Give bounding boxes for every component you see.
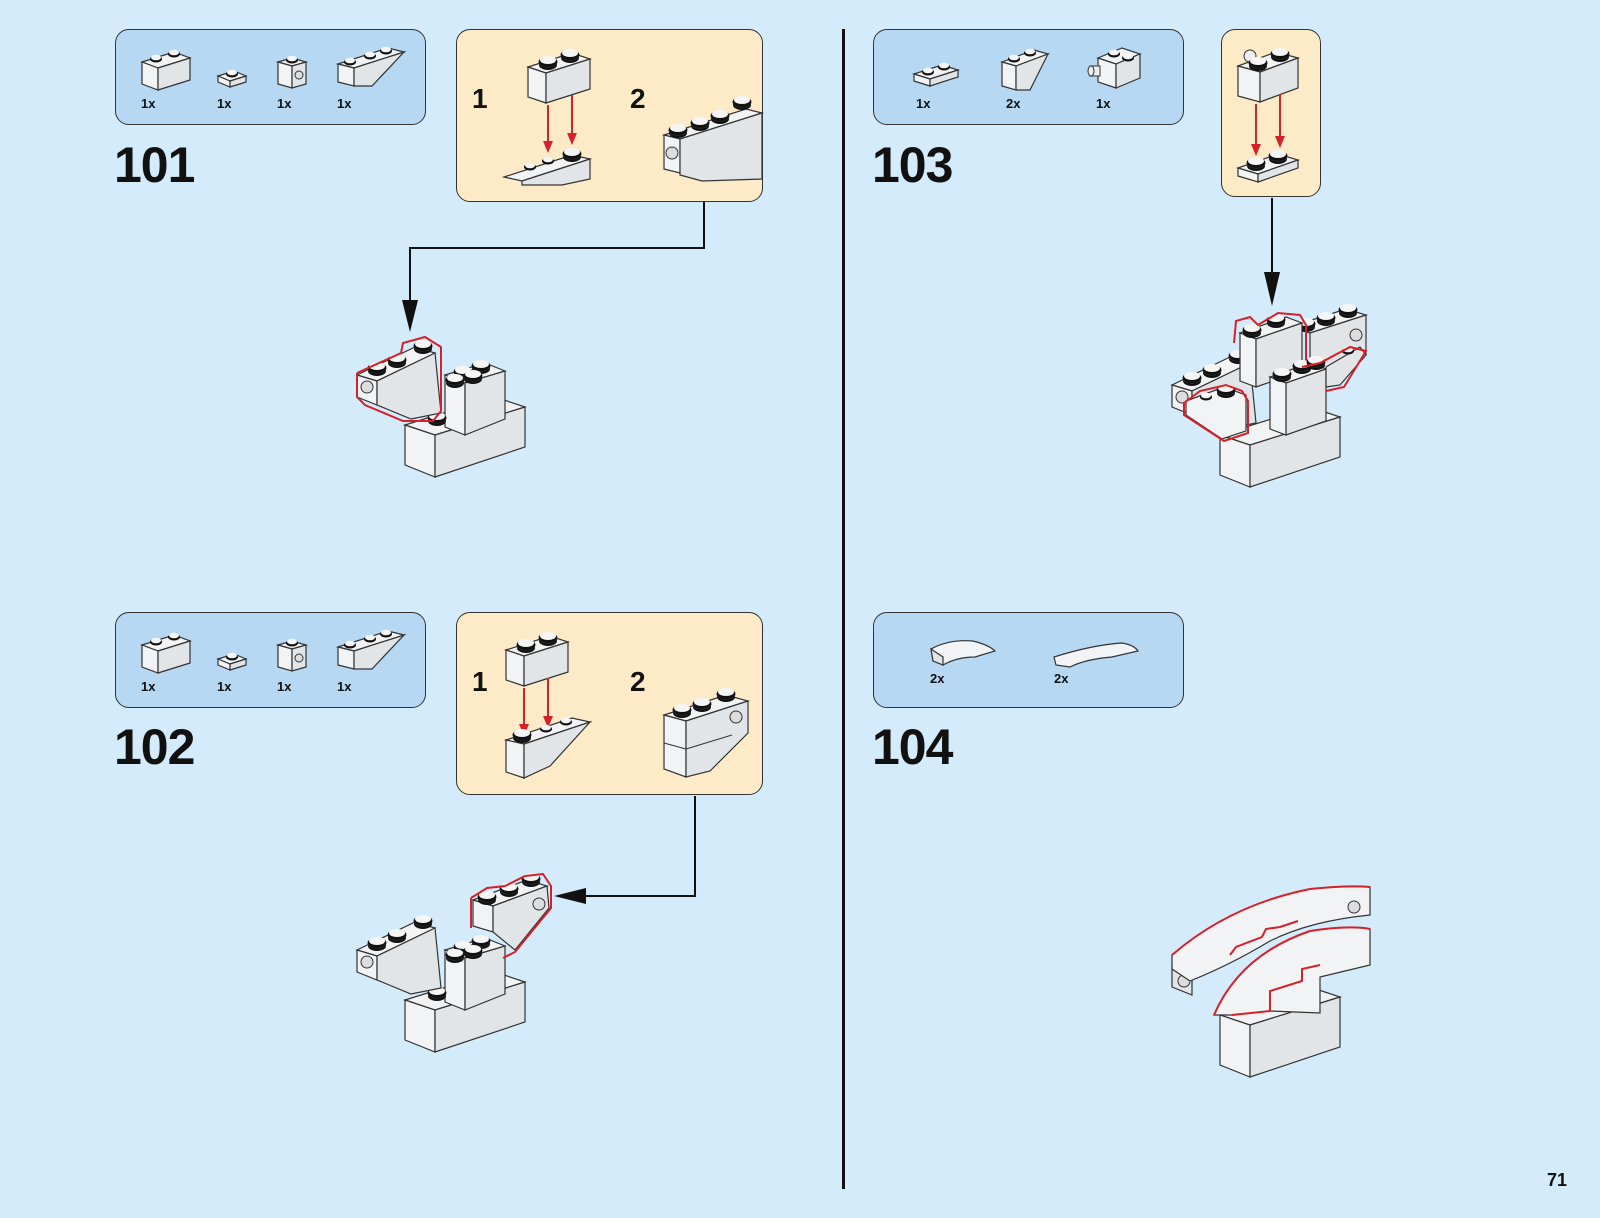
part-qty: 1x	[217, 679, 232, 694]
assembled-piece-illustration	[661, 95, 765, 182]
parts-box-step-102: 1x 1x 1x 1x	[115, 612, 426, 708]
connector-arrow	[554, 796, 696, 904]
model-illustration-step-104	[1171, 885, 1371, 1078]
part-qty: 1x	[217, 96, 232, 111]
page-number: 71	[1546, 1170, 1567, 1190]
brick-assembly-illustration	[503, 631, 593, 779]
slope-inverted-1x2-icon	[1000, 48, 1050, 91]
part-qty: 2x	[1006, 96, 1021, 111]
substep-number: 2	[630, 83, 646, 114]
page-column-divider	[842, 29, 845, 1189]
model-illustration-step-103	[1170, 303, 1369, 488]
plate-1x1-icon	[216, 652, 248, 671]
part-qty: 1x	[141, 96, 156, 111]
assembled-piece-illustration	[661, 687, 751, 778]
part-qty: 1x	[141, 679, 156, 694]
step-number: 102	[114, 719, 195, 775]
parts-box-step-104: 2x 2x	[873, 612, 1184, 708]
step-number: 101	[114, 137, 195, 193]
plate-1x1-icon	[216, 69, 248, 88]
bracket-1x1-icon	[275, 638, 309, 672]
bracket-1x1-icon	[275, 55, 309, 89]
curved-slope-4x1-icon	[1053, 642, 1139, 668]
brick-assembly-illustration	[501, 48, 593, 186]
part-qty: 1x	[337, 679, 352, 694]
part-qty: 1x	[337, 96, 352, 111]
part-qty: 1x	[277, 96, 292, 111]
model-illustration-step-102	[355, 872, 552, 1053]
part-qty: 1x	[1096, 96, 1111, 111]
slope-inverted-1x3-icon	[335, 629, 407, 670]
part-qty: 1x	[916, 96, 931, 111]
subassembly-box-step-103	[1221, 29, 1321, 197]
brick-1x2-with-pin-icon	[1087, 47, 1142, 89]
connector-arrow	[1264, 198, 1280, 306]
model-illustration-step-101	[355, 335, 527, 478]
substep-number: 1	[472, 83, 488, 114]
part-qty: 2x	[1054, 671, 1069, 686]
substep-number: 2	[630, 666, 646, 697]
substep-number: 1	[472, 666, 488, 697]
subassembly-box-step-102: 1 2	[456, 612, 763, 795]
step-number: 103	[872, 137, 953, 193]
brick-1x2-icon	[140, 49, 192, 91]
plate-1x2-icon	[912, 62, 960, 87]
brick-assembly-illustration	[1236, 47, 1300, 183]
part-qty: 2x	[930, 671, 945, 686]
parts-box-step-101: 1x 1x 1x 1x	[115, 29, 426, 125]
step-number: 104	[872, 719, 953, 775]
slope-inverted-1x3-icon	[335, 46, 407, 87]
brick-1x2-icon	[140, 632, 192, 674]
curved-slope-2x1-icon	[930, 640, 997, 666]
subassembly-box-step-101: 1 2	[456, 29, 765, 202]
parts-box-step-103: 1x 2x 1x	[873, 29, 1184, 125]
part-qty: 1x	[277, 679, 292, 694]
connector-arrow	[402, 202, 705, 332]
